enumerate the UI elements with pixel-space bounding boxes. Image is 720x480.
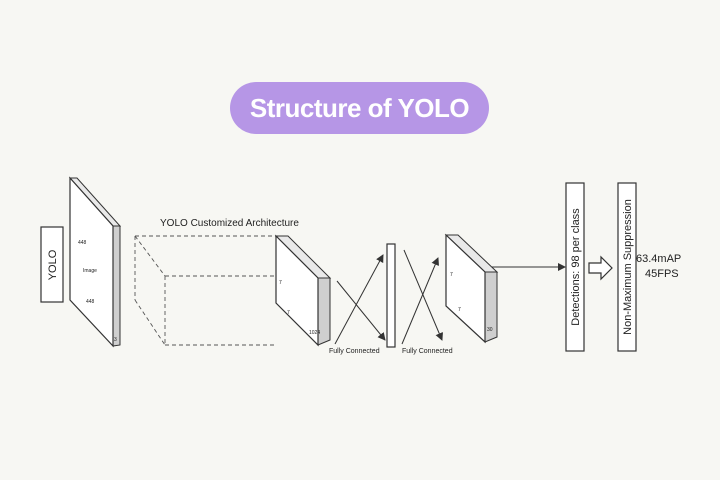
input-box [40,226,64,303]
architecture-label: YOLO Customized Architecture [160,218,299,229]
feature-block-2: 7 7 30 [444,233,499,344]
customized-architecture-box [134,235,276,346]
dense-layer [386,243,396,348]
block2-dim-a: 7 [450,272,453,278]
fully-connected-label-1: Fully Connected [329,348,380,355]
nms-label: Non-Maximum Suppression [622,199,634,335]
detections-box [565,182,585,352]
feature-block-1: 7 7 1024 [274,234,332,347]
map-metric: 63.4mAP [636,253,681,265]
image-top-dim: 448 [78,240,87,246]
fully-connected-1 [334,254,386,345]
hollow-arrow [588,255,613,281]
page-title: Structure of YOLO [249,92,470,123]
fps-metric: 45FPS [645,268,679,280]
block1-dim-b: 7 [287,310,290,316]
input-label: YOLO [47,249,59,280]
block2-dim-c: 30 [487,327,493,333]
fully-connected-label-2: Fully Connected [402,348,453,355]
block2-dim-b: 7 [458,307,461,313]
block1-dim-c: 1024 [309,330,320,336]
block1-dim-a: 7 [279,280,282,286]
image-center-label: Image [83,268,97,274]
detections-label: Detections: 98 per class [570,208,582,326]
image-bottom-dim: 448 [86,299,95,305]
image-block: 448 Image 448 3 [68,176,122,348]
title-banner: Structure of YOLO [230,82,489,134]
nms-box [617,182,637,352]
fully-connected-2 [401,249,443,345]
image-depth-dim: 3 [114,337,117,343]
